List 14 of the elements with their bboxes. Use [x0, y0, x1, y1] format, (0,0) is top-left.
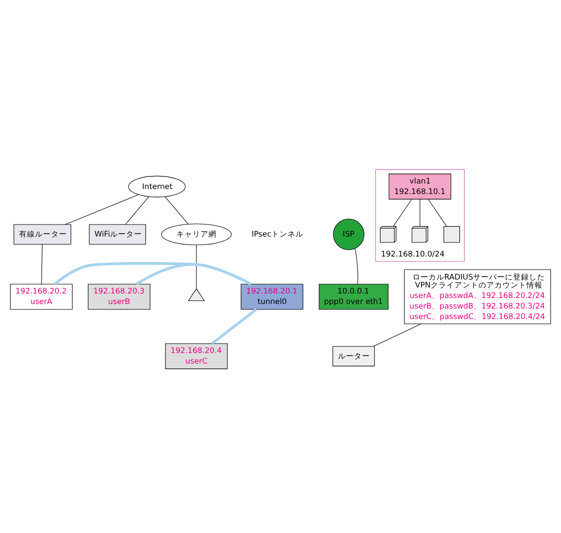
connector [354, 248, 358, 284]
connector [393, 198, 412, 226]
connector [136, 262, 252, 285]
connector [65, 194, 139, 224]
connector [373, 323, 422, 346]
connector [196, 244, 197, 289]
connector [428, 198, 447, 226]
connector [125, 196, 150, 224]
connector [54, 262, 252, 285]
connector [164, 196, 188, 224]
node-antenna [188, 288, 205, 300]
node-laptop [444, 226, 460, 242]
connector [211, 308, 258, 344]
connector [41, 244, 42, 284]
